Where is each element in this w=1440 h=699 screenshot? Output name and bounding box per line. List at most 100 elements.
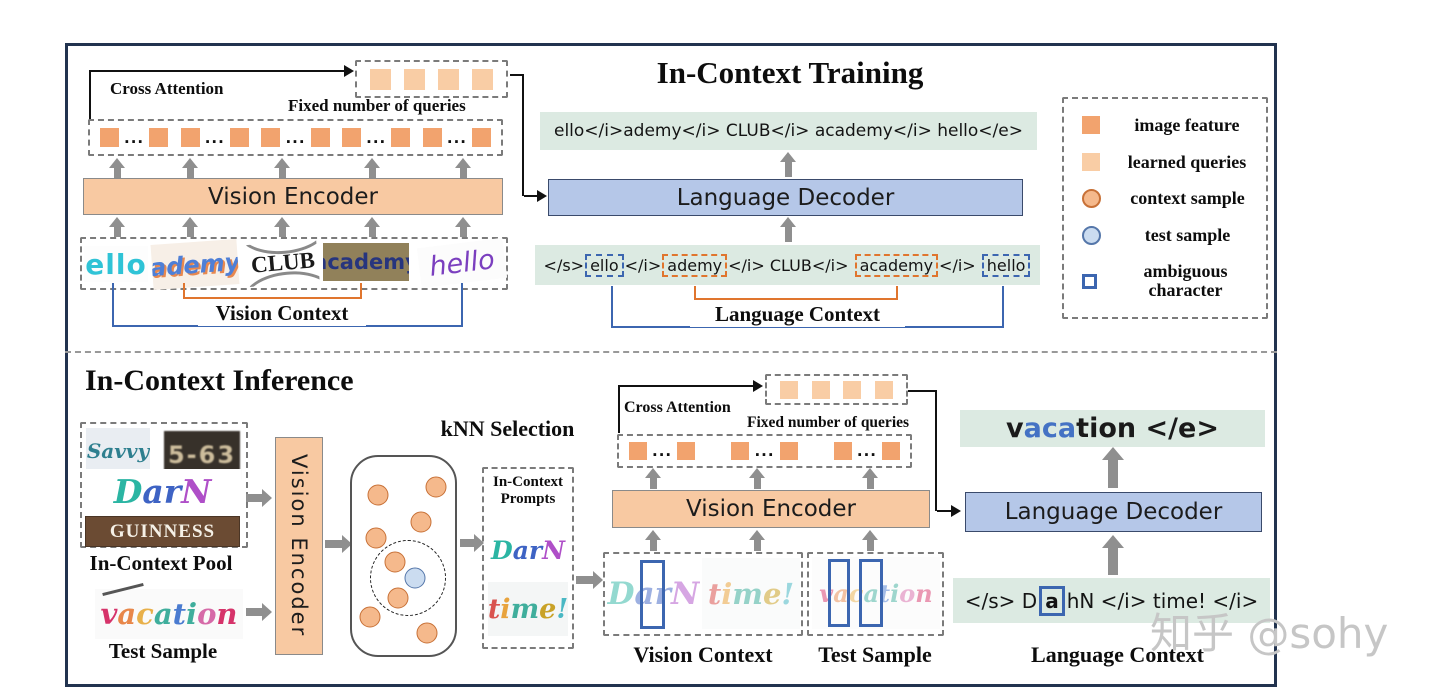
word-letter: i [721,576,733,611]
inference-fixed-queries-label: Fixed number of queries [747,414,910,431]
language-test-sample-bracket-blue [611,286,1004,328]
legend-label: ambiguous character [1143,260,1228,301]
image-feature-square [149,128,169,147]
up-arrow [749,468,765,489]
word-letter: r [528,535,543,565]
word-letter: a [863,578,879,608]
inference-image-feature-row: ... ... ... [617,434,912,468]
legend: image feature learned queries context sa… [1062,97,1268,319]
word-letter: n [216,597,238,631]
test-sample-icon [1082,225,1101,245]
word-letter: U [125,520,141,542]
word-letter: e [539,593,557,625]
ambiguous-character-box [828,559,850,627]
right-arrow [460,534,484,552]
word-letter: - [186,441,199,469]
word-letter: d [165,251,185,281]
word-letter: a [323,250,327,274]
word-letter: d [353,250,369,274]
up-arrow-big [1102,447,1124,488]
word-letter: a [339,250,354,274]
word-letter: t [879,578,891,608]
up-arrow [862,468,878,489]
word-letter: S [203,520,216,542]
up-arrow-big [1102,535,1124,575]
right-arrow [576,571,603,589]
word-letter: v [114,438,126,463]
image-feature-square [100,128,119,147]
word-letter: o [476,243,497,277]
token-academy-context: academy [854,253,939,277]
image-feature-icon [1082,116,1100,135]
learned-query-square [369,68,391,90]
inference-test-sample-box [807,552,944,636]
word-letter: S [86,438,102,463]
word-letter: v [100,597,118,631]
training-cross-attention-arrowhead [344,65,354,77]
inference-language-decoder: Language Decoder [965,492,1262,532]
word-letter: B [298,247,316,274]
word-letter: y [137,438,150,463]
inference-cross-attention-line [618,385,756,433]
word-letter: m [383,250,406,274]
word-letter: S [191,520,204,542]
ellipsis: ... [754,442,775,460]
word-letter: o [197,597,217,631]
word-letter: m [510,593,540,625]
training-learned-queries-box [355,60,508,98]
inference-vision-context-box [603,552,803,636]
up-arrow [274,217,290,237]
watermark: 知乎 @sohy [1150,609,1389,658]
word-letter: r [163,472,182,511]
context-sample-dot [367,484,389,506]
word-letter: N [148,520,164,542]
word-letter: </e> [1136,413,1219,444]
vision-encoder-label: Vision Encoder [208,183,378,210]
legend-label: context sample [1130,188,1245,209]
word-letter: c [327,250,340,274]
word-letter: 6 [198,441,218,469]
training-title: In-Context Training [656,55,924,90]
image-feature-square [180,128,200,147]
word-letter: c [1041,413,1058,444]
training-vision-encoder: Vision Encoder [83,178,503,215]
test-sample-dot [404,567,426,589]
word-letter: e [762,576,782,611]
ellipsis: ... [366,128,387,147]
language-decoder-label: Language Decoder [1004,499,1223,525]
up-arrow [645,530,661,551]
inference-cross-attention-label: Cross Attention [624,399,731,416]
legend-label: image feature [1134,114,1240,135]
ellipsis: ... [652,442,673,460]
word-letter: N [670,575,700,612]
word-letter: y [223,247,240,277]
legend-row-test-sample: test sample [1068,225,1262,246]
token-sos: </s> [543,255,585,275]
word-letter: l [115,247,127,281]
language-decoder-label: Language Decoder [676,184,895,211]
word-letter: n [1116,413,1137,444]
right-arrow [246,489,272,507]
word-letter: a [101,438,115,463]
word-letter: a [153,597,173,631]
context-sample-dot [416,622,438,644]
token-ademy-context: ademy [662,253,728,277]
inference-cross-attention-arrowhead [753,380,763,392]
ellipsis: ... [124,128,145,147]
word-letter: D [113,472,143,511]
word-letter: l [105,247,116,281]
feature-group: ... [629,442,696,460]
image-feature-square [471,128,491,147]
word-letter: v [1006,413,1024,444]
word-letter: t [172,597,187,631]
training-vision-context-label: Vision Context [198,301,366,326]
feature-group: ... [731,442,798,460]
legend-row-image-feature: image feature [1068,115,1262,136]
word-letter: o [126,247,147,281]
